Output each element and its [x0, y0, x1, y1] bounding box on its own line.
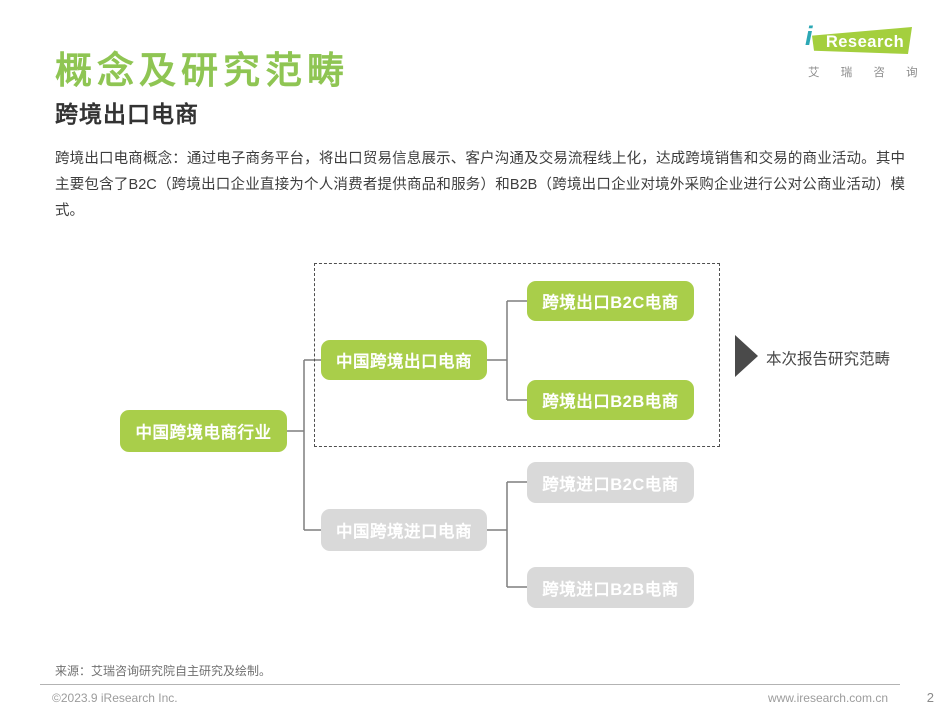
node-export-b2b: 跨境出口B2B电商 — [527, 380, 694, 420]
copyright-text: ©2023.9 iResearch Inc. — [52, 691, 178, 705]
page-number: 2 — [926, 690, 934, 705]
node-import-b2c: 跨境进口B2C电商 — [527, 462, 694, 503]
website-text: www.iresearch.com.cn — [767, 691, 888, 705]
node-import-b2b: 跨境进口B2B电商 — [527, 567, 694, 608]
concept-paragraph: 跨境出口电商概念：通过电子商务平台，将出口贸易信息展示、客户沟通及交易流程线上化… — [55, 151, 905, 219]
page-title: 概念及研究范畴 — [55, 50, 349, 91]
scope-label: 本次报告研究范畴 — [766, 351, 891, 368]
page-subtitle: 跨境出口电商 — [55, 101, 199, 127]
logo-i-glyph: i — [805, 21, 813, 51]
node-export-branch: 中国跨境出口电商 — [321, 340, 487, 380]
scope-dashed-outline — [314, 263, 720, 447]
scope-arrow-icon — [735, 335, 758, 377]
logo-chinese-name: 艾 瑞 咨 询 — [808, 67, 927, 79]
iresearch-logo: i Research 艾 瑞 咨 询 — [804, 21, 927, 80]
iresearch-logo-mark: i Research — [804, 21, 914, 58]
logo-green-flag: Research — [812, 27, 912, 54]
source-note: 来源：艾瑞咨询研究院自主研究及绘制。 — [55, 664, 272, 678]
footer-divider — [40, 684, 900, 685]
logo-wordmark: Research — [825, 33, 905, 51]
node-import-branch: 中国跨境进口电商 — [321, 509, 487, 551]
node-export-b2c: 跨境出口B2C电商 — [527, 281, 694, 321]
node-industry-root: 中国跨境电商行业 — [120, 410, 287, 452]
